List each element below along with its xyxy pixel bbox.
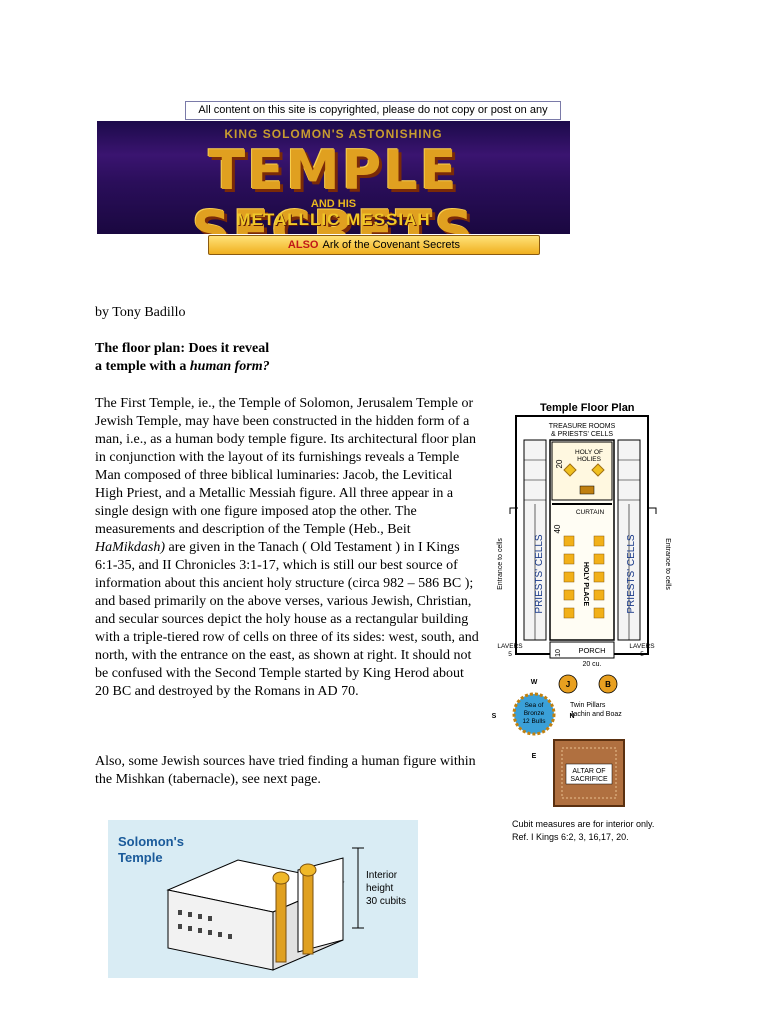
pillar-jachin-icon xyxy=(558,674,578,694)
fp-altar-2: SACRIFICE xyxy=(570,776,608,783)
temple-pillar-right-icon xyxy=(302,869,314,955)
fp-pillar-j: J xyxy=(566,680,570,689)
fp-compass-e: E xyxy=(532,753,537,760)
fp-dim-10: 10 xyxy=(555,649,562,657)
heading-line-2-text: a temple with a xyxy=(95,359,190,374)
heading-line-1: The floor plan: Does it reveal xyxy=(95,341,270,356)
cherub-icon-right xyxy=(591,463,605,477)
arrow-icon-right xyxy=(648,507,657,514)
fp-sea-3: 12 Bulls xyxy=(522,718,546,725)
temple-label-3: 30 cubits xyxy=(366,896,406,907)
floor-plan-title: Temple Floor Plan xyxy=(540,402,635,414)
arrow-icon-left xyxy=(509,507,518,514)
ark-icon xyxy=(579,485,595,495)
banner-and-his: AND HIS xyxy=(310,198,357,210)
floor-plan-diagram: TREASURE ROOMS & PRIESTS' CELLS HOLY OF … xyxy=(492,415,671,807)
fp-entrance-left: Entrance to cells xyxy=(497,538,504,590)
site-banner: KING SOLOMON'S ASTONISHING TEMPLE SECRET… xyxy=(97,121,570,234)
heading-line-2: a temple with a human form? xyxy=(95,358,270,376)
temple-illustration: Solomon's Temple Interior height 30 cubi… xyxy=(108,820,418,978)
pillar-boaz-icon xyxy=(598,674,618,694)
fp-compass-n: N xyxy=(569,713,574,720)
fp-altar-1: ALTAR OF xyxy=(572,768,605,775)
ark-link-text[interactable]: Ark of the Covenant Secrets xyxy=(322,239,461,251)
body-paragraph-1: The First Temple, ie., the Temple of Sol… xyxy=(95,395,480,701)
heading-emphasis: human form? xyxy=(189,359,270,374)
banner-kicker: KING SOLOMON'S ASTONISHING xyxy=(224,127,443,141)
fp-dim-40: 40 xyxy=(553,524,562,533)
fp-pillar-b: B xyxy=(605,680,611,689)
fp-note-1: Cubit measures are for interior only. xyxy=(512,819,655,829)
temple-label-2: height xyxy=(366,883,393,894)
fp-porch-dim: 20 cu. xyxy=(582,661,601,668)
fp-porch-label: PORCH xyxy=(578,646,605,655)
fp-lavers-left-1: LAVERS xyxy=(497,643,523,650)
fp-lavers-left-2: 5 xyxy=(508,651,512,658)
section-heading: The floor plan: Does it reveal a temple … xyxy=(95,340,270,376)
fp-dim-20: 20 xyxy=(555,459,564,468)
altar-icon xyxy=(553,739,625,807)
temple-title-1: Solomon's xyxy=(118,834,184,849)
fp-lavers-right-1: LAVERS xyxy=(629,643,655,650)
banner-title: TEMPLE SECRETS xyxy=(191,139,476,235)
temple-pillar-left-icon xyxy=(275,877,287,963)
body-emphasis: HaMikdash) xyxy=(95,540,165,555)
body-text-b: are given in the Tanach ( Old Testament … xyxy=(95,540,479,699)
cherub-icon-left xyxy=(563,463,577,477)
fp-holy-of-holies-2: HOLIES xyxy=(577,456,602,463)
fp-twin-pillars-2: Jachin and Boaz xyxy=(570,711,622,718)
banner-subtitle: METALLLIC MESSIAH xyxy=(236,210,431,229)
fp-holy-of-holies-1: HOLY OF xyxy=(575,449,603,456)
body-text-a: The First Temple, ie., the Temple of Sol… xyxy=(95,396,476,537)
floor-plan-notes: Cubit measures are for interior only. Re… xyxy=(512,818,654,844)
fp-sea-1: Sea of xyxy=(525,702,544,709)
body-paragraph-2: Also, some Jewish sources have tried fin… xyxy=(95,754,476,787)
author-byline: by Tony Badillo xyxy=(95,305,186,320)
fp-sea-2: Bronze xyxy=(524,710,545,717)
fp-priests-cells-right: PRIESTS' CELLS xyxy=(626,534,637,613)
fp-curtain-label: CURTAIN xyxy=(576,509,605,516)
ark-also-label: ALSO xyxy=(287,239,319,251)
copyright-notice: All content on this site is copyrighted,… xyxy=(185,101,561,133)
temple-title-2: Temple xyxy=(118,850,163,865)
fp-compass-s: S xyxy=(492,713,497,720)
fp-twin-pillars-1: Twin Pillars xyxy=(570,702,606,709)
fp-holy-place-label: HOLY PLACE xyxy=(582,562,589,607)
sea-of-bronze-icon xyxy=(512,692,556,736)
fp-compass-w: W xyxy=(531,679,538,686)
fp-priests-top-label: & PRIESTS' CELLS xyxy=(551,431,613,438)
temple-label-1: Interior xyxy=(366,870,398,881)
fp-priests-cells-left: PRIESTS' CELLS xyxy=(534,534,545,613)
fp-entrance-right: Entrance to cells xyxy=(664,538,671,590)
fp-note-2: Ref. I Kings 6:2, 3, 16,17, 20. xyxy=(512,832,629,842)
fp-lavers-right-2: 5 xyxy=(640,651,644,658)
fp-treasure-label: TREASURE ROOMS xyxy=(549,423,616,430)
